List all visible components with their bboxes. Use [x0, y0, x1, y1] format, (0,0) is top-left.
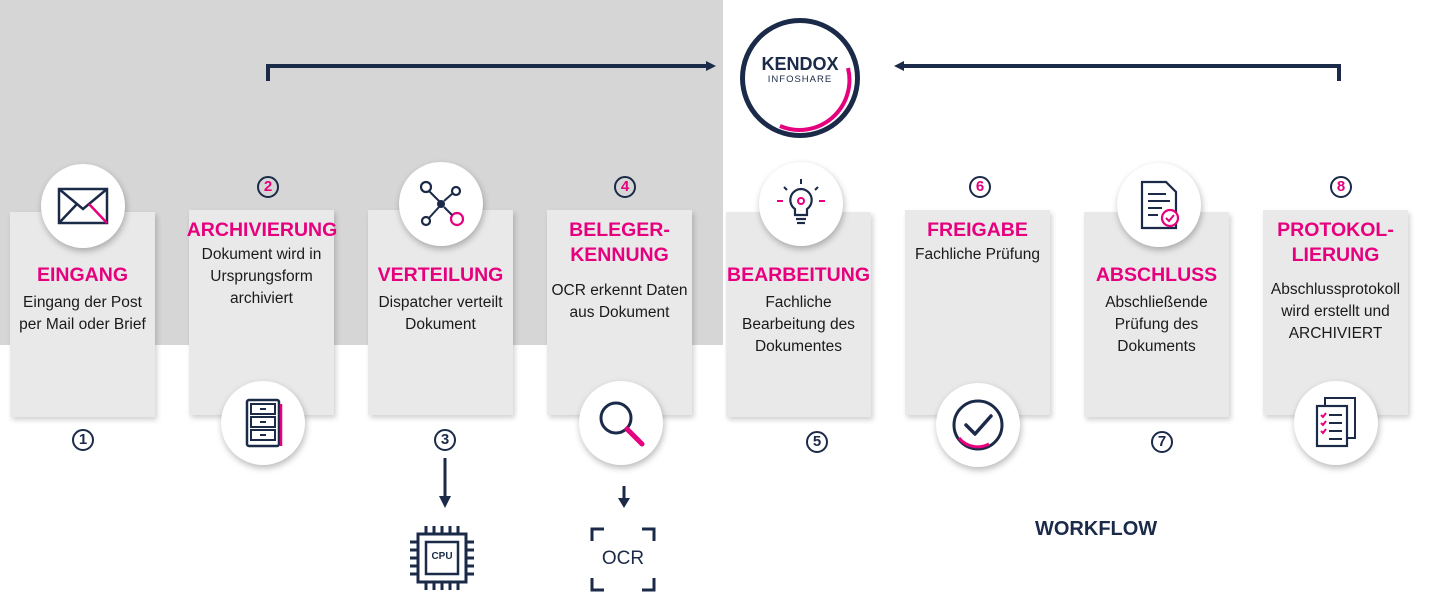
ocr-icon: OCR	[590, 527, 656, 592]
logo-swoosh	[779, 67, 852, 132]
logo-badge	[740, 18, 860, 138]
step-title-8a: PROTOKOL-	[1277, 219, 1394, 241]
checklist-icon	[1294, 381, 1378, 465]
step-desc-1: Eingang der Post per Mail oder Brief	[19, 294, 146, 333]
checkmark-circle-icon	[936, 383, 1020, 467]
step-card-8	[1263, 210, 1408, 415]
file-cabinet-icon	[221, 381, 305, 465]
step-desc-6: Fachliche Prüfung	[915, 246, 1040, 263]
step-desc-4: OCR erkennt Daten aus Dokument	[551, 282, 688, 321]
arrow-down-3	[439, 458, 451, 508]
step-title-8b: LIERUNG	[1291, 244, 1380, 266]
step-title-7: ABSCHLUSS	[1095, 264, 1218, 286]
step-number-1: 1	[72, 429, 94, 451]
step-title-4a: BELEGER-	[569, 219, 670, 241]
ocr-label: OCR	[601, 548, 645, 569]
step-desc-7: Abschließende Prüfung des Dokuments	[1105, 294, 1208, 355]
envelope-icon	[41, 164, 125, 248]
network-nodes-icon	[399, 162, 483, 246]
logo-brand: KENDOX	[761, 54, 839, 74]
step-number-5: 5	[806, 431, 828, 453]
step-card-6	[905, 210, 1050, 415]
lightbulb-icon	[759, 162, 843, 246]
logo-product: INFOSHARE	[767, 74, 833, 85]
magnifier-icon	[579, 381, 663, 465]
step-title-3: VERTEILUNG	[377, 264, 504, 286]
step-title-5: BEARBEITUNG	[726, 264, 870, 286]
step-number-4: 4	[614, 176, 636, 198]
workflow-label: WORKFLOW	[1035, 518, 1158, 540]
step-card-2	[189, 210, 334, 415]
step-title-1: EINGANG	[36, 264, 128, 286]
step-number-8: 8	[1330, 176, 1352, 198]
cpu-icon: CPU	[408, 524, 476, 592]
step-title-2: ARCHIVIERUNG	[186, 219, 338, 241]
step-card-4	[547, 210, 692, 415]
document-check-icon	[1117, 163, 1201, 247]
step-number-2: 2	[257, 176, 279, 198]
cpu-label: CPU	[431, 551, 453, 562]
step-desc-3: Dispatcher verteilt Dokument	[378, 294, 503, 333]
arrow-down-4	[618, 486, 630, 508]
step-number-7: 7	[1151, 431, 1173, 453]
step-card-5	[726, 212, 871, 417]
step-desc-8: Abschlussprotokoll wird erstellt und ARC…	[1270, 281, 1401, 342]
step-number-6: 6	[969, 176, 991, 198]
step-title-4b: KENNUNG	[570, 244, 669, 266]
step-number-3: 3	[434, 429, 456, 451]
step-desc-5: Fachliche Bearbeitung des Dokumentes	[742, 294, 855, 355]
step-desc-2: Dokument wird in Ursprungsform archivier…	[201, 246, 322, 307]
step-title-6: FREIGABE	[927, 219, 1028, 241]
